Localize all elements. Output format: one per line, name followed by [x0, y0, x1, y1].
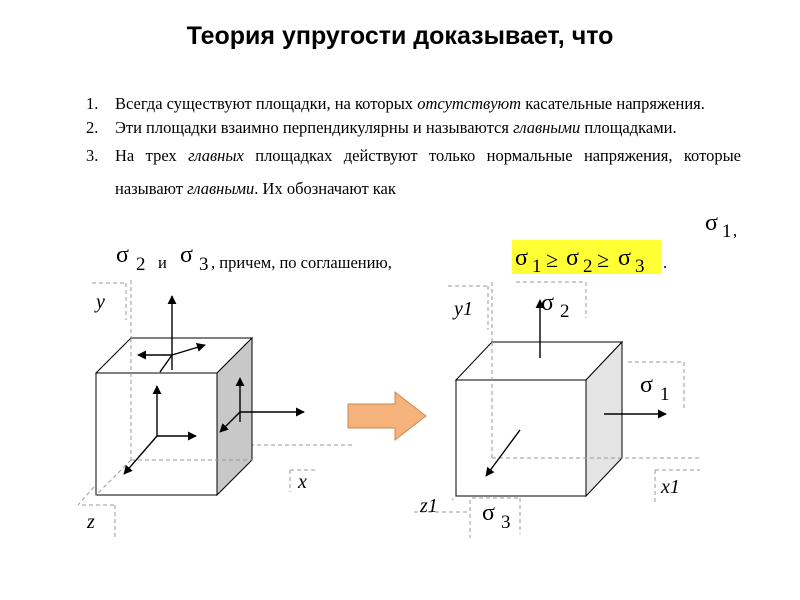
- item-text: Эти площадки взаимно перпендикулярны и н…: [115, 117, 514, 137]
- x1-axis-label: x1: [660, 476, 680, 498]
- sigma-symbol: σ: [640, 372, 653, 398]
- shear-stress-arrow: [219, 411, 241, 433]
- x-axis-label: x: [297, 471, 307, 493]
- item-number: 1.: [86, 94, 99, 113]
- item-text: площадками.: [580, 117, 677, 137]
- sigma-symbol: σ: [116, 242, 129, 268]
- item-text: , причем, по соглашению,: [211, 253, 392, 272]
- item-emphasis: главных: [188, 146, 244, 165]
- subscript: 3: [199, 254, 209, 275]
- geq-symbol: ≥: [546, 247, 558, 272]
- sigma3-label: σ 3: [482, 500, 511, 533]
- item-text: ,: [733, 221, 737, 240]
- normal-stress-arrow: [123, 435, 158, 475]
- z-axis-label: z: [86, 511, 95, 533]
- sigma1-label: σ 1: [640, 372, 670, 405]
- sigma2-label: σ 2: [541, 290, 570, 322]
- item-emphasis: главными: [513, 117, 581, 137]
- transition-arrow-icon: [347, 390, 427, 442]
- subscript: 1: [660, 384, 670, 405]
- item-text: На трех: [115, 146, 189, 165]
- list-item-2: 2. Эти площадки взаимно перпендикулярны …: [86, 116, 741, 140]
- subscript: 2: [560, 301, 570, 322]
- subscript: 1: [722, 221, 732, 242]
- sigma-symbol: σ: [515, 245, 528, 271]
- sigma-3-inline: σ 3: [180, 242, 209, 275]
- statement-list: 1. Всегда существуют площадки, на которы…: [86, 92, 741, 205]
- sigma-2-inline: σ 2: [116, 242, 146, 275]
- sigma-symbol: σ: [482, 500, 495, 526]
- sigma-symbol: σ: [566, 245, 579, 271]
- item-text: площадках действуют только нормальные на…: [115, 146, 741, 198]
- item-emphasis: отсутствуют: [417, 94, 522, 113]
- y-axis-label: y: [94, 291, 105, 313]
- item-text: . Их обозначают как: [254, 179, 396, 198]
- item-number: 2.: [86, 117, 99, 137]
- subscript: 2: [583, 256, 593, 277]
- sigma-symbol: σ: [180, 242, 193, 268]
- list-item-1: 1. Всегда существуют площадки, на которы…: [86, 92, 741, 116]
- sigma-symbol: σ: [705, 210, 718, 236]
- y1-axis-label: y1: [452, 298, 473, 320]
- sigma-symbol: σ: [541, 290, 554, 316]
- item-text: .: [663, 253, 667, 272]
- highlight-box: [512, 240, 661, 274]
- slide-title: Теория упругости доказывает, что: [186, 22, 614, 50]
- sigma-ordering-highlight: σ 1 ≥ σ 2 ≥ σ 3: [512, 240, 661, 277]
- shear-stress-arrow: [159, 354, 173, 373]
- subscript: 3: [635, 256, 645, 277]
- list-item-3: 3. На трех главных площадках действуют т…: [86, 139, 741, 205]
- subscript: 3: [501, 512, 511, 533]
- left-cube-diagram: y x z: [77, 280, 355, 540]
- sigma-1-inline: σ 1: [705, 210, 732, 242]
- geq-symbol: ≥: [597, 247, 609, 272]
- cube-front-face: [455, 379, 587, 497]
- subscript: 1: [532, 256, 542, 277]
- sigma-symbol: σ: [618, 245, 631, 271]
- right-cube-diagram: y1 x1 z1 σ 2 σ 1 σ 3: [414, 281, 700, 538]
- item-emphasis: главными: [187, 179, 255, 198]
- item-text: касательные напряжения.: [521, 94, 705, 113]
- subscript: 2: [136, 254, 146, 275]
- item-text: и: [158, 253, 167, 272]
- z-axis-line: [77, 444, 132, 506]
- item-text: Всегда существуют площадки, на которых: [115, 94, 418, 113]
- item-number: 3.: [86, 146, 99, 165]
- sigma3-arrow: [485, 429, 521, 477]
- shear-stress-arrow: [171, 343, 206, 356]
- z1-axis-label: z1: [419, 495, 438, 517]
